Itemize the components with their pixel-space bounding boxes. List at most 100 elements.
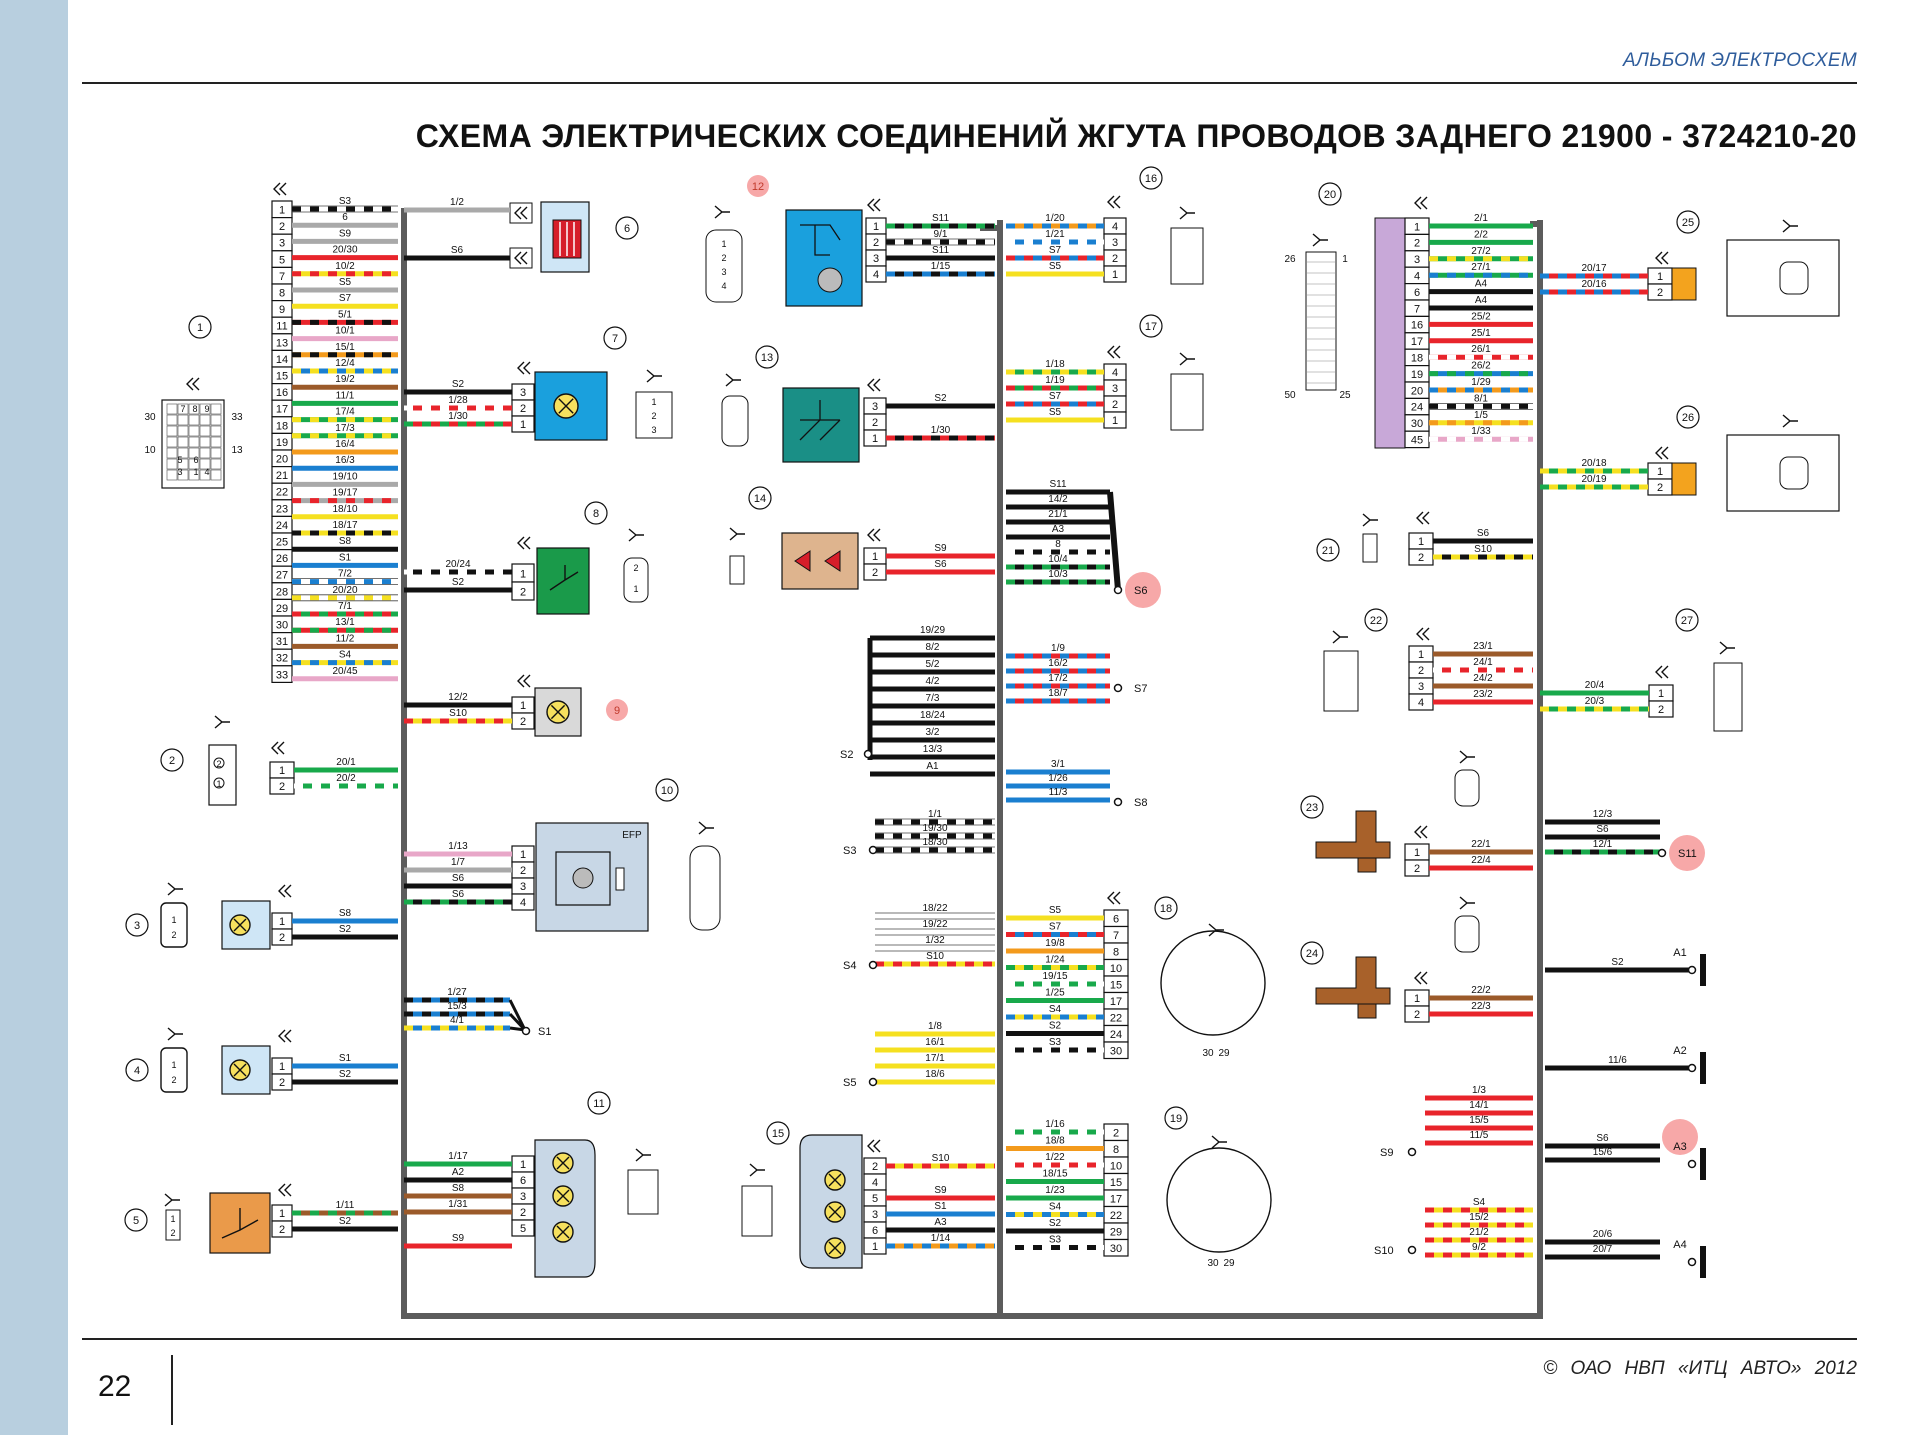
component-20-fork [1312,233,1328,247]
splice-S7-wire-label: 1/9 [1051,643,1065,654]
component-23-sensor-tip [1357,857,1377,873]
component-13-housing [782,387,860,463]
connector-19-wire-label: S4 [1049,1202,1062,1213]
connector-2-pin-label: 1 [279,765,285,777]
component-14-wire-label: S9 [934,543,947,554]
component-11-circle [587,1091,611,1115]
component-3-lamp-cross [233,918,247,932]
connector-1-face-cell [199,425,211,437]
connector-1-face-label: 10 [144,445,156,456]
connector-20-pin-label: 17 [1411,336,1423,348]
connector-1-wire-label: S9 [339,228,352,239]
component-25-label: 25 [1682,217,1694,229]
component-13-label: 13 [761,352,773,364]
connector-20-pin-label: 7 [1414,303,1420,315]
component-26-label: 26 [1682,412,1694,424]
connector-1-pin-label: 20 [276,453,288,465]
splice-S1-wire-label: 1/27 [447,987,467,998]
connector-1-face-symbol [186,377,200,391]
ground-A1-wire-label: S2 [1611,957,1624,968]
component-18-label: 18 [1160,903,1172,915]
component-20-circle [1318,182,1342,206]
connector-26-symbol [1655,446,1669,460]
connector-22-wire-label: 23/1 [1473,641,1493,652]
connector-19-pin-label: 17 [1110,1193,1122,1205]
component-7-plug-label: 3 [651,425,656,435]
connector-16-pin-label: 2 [1112,253,1118,265]
connector-18-pin-label: 22 [1110,1012,1122,1024]
ground-A4-wire-label: 20/6 [1593,1229,1613,1240]
connector-1-face-label: 33 [231,412,243,423]
connector-1-pin-label: 23 [276,503,288,515]
left-margin-strip [0,0,68,1435]
component-8-wire-label: S2 [452,577,465,588]
component-4-circle [125,1058,149,1082]
connector-6-symbol [514,206,528,220]
component-15-label: 15 [772,1128,784,1140]
connector-1-wire-label: 11/2 [336,633,355,644]
splice-S8-wire-label: 1/26 [1048,773,1068,784]
component-16-label: 16 [1145,173,1157,185]
connector-1-face-cell [188,469,200,481]
component-8-plug-label: 1 [633,584,638,594]
connector-20-wire-label: 26/2 [1471,361,1491,372]
connector-1-face-cell [188,447,200,459]
connector-1-face-cell [199,403,211,415]
component-3-plug-label: 1 [171,915,176,925]
connector-1-face-cell [188,414,200,426]
company-name: ОАО НВП «ИТЦ АВТО» [1570,1358,1802,1379]
component-11-lamp-cross [556,1189,570,1203]
component-5-plug-label: 2 [170,1228,175,1238]
connector-18-pin-label: 15 [1110,979,1122,991]
component-12-plug-label: 4 [721,281,726,291]
connector-20-wire-label: 27/2 [1471,246,1491,257]
component-16-plug [1170,227,1204,285]
component-24-sensor-tip [1357,1003,1377,1019]
connector-1-wire-label: 16/3 [335,455,355,466]
connector-12-pin-label: 2 [873,237,879,249]
connector-16-wire-label: S5 [1049,261,1062,272]
connector-1-wire-label: S1 [339,552,352,563]
connector-1-pin-label: 30 [276,619,288,631]
component-11-lamp-cross [556,1225,570,1239]
component-9-circle [606,699,628,721]
component-18-face-label: 29 [1218,1048,1230,1059]
component-17-circle [1139,314,1163,338]
ground-A1-label: A1 [1673,947,1686,959]
connector-4-symbol [278,1029,292,1043]
splice-S6-wire-label: 10/3 [1048,569,1068,580]
splice-S6-wire-label: 21/1 [1048,509,1068,520]
component-4-wire-label: S2 [339,1069,352,1080]
connector-1-wire-label: 19/2 [335,374,355,385]
component-11-wire-label: S9 [452,1233,465,1244]
connector-1-face-cell [166,447,178,459]
connector-1-wire-label: 13/1 [335,617,355,628]
splice-S9-wire-label: 15/5 [1469,1115,1489,1126]
connector-1-face-cell [199,436,211,448]
component-23-circle [1300,795,1324,819]
component-8-label: 8 [593,508,599,520]
splice-S3-wire-label: 18/30 [922,837,947,848]
connector-18-wire-label: S5 [1049,905,1062,916]
component-13-fork [725,373,741,387]
ground-A2-plate [1700,1052,1706,1084]
connector-20-pin-label: 19 [1411,369,1423,381]
component-4-fork [167,1027,183,1041]
component-6-circle [615,216,639,240]
connector-20-pin-label: 30 [1411,418,1423,430]
connector-8-pin-label: 2 [520,587,526,599]
connector-23-pin-label: 2 [1414,863,1420,875]
connector-1-wire-label: 6 [342,212,348,223]
component-19-face-label: 30 [1207,1258,1219,1269]
connector-18-wire-label: S2 [1049,1021,1062,1032]
component-22-plug [1323,650,1359,712]
splice-S5-wire-label: 1/8 [928,1021,942,1032]
connector-1-wire-label: 10/1 [335,326,355,337]
component-26-wire-label: 20/18 [1581,458,1606,469]
component-18-fork [1208,923,1224,937]
ground-A2-wire-label: 11/6 [1608,1055,1627,1066]
component-2-fork [214,715,230,729]
splice-S2-wire-label: A1 [926,761,939,772]
ground-A3-label: A3 [1673,1141,1686,1153]
connector-17-pin-label: 2 [1112,399,1118,411]
